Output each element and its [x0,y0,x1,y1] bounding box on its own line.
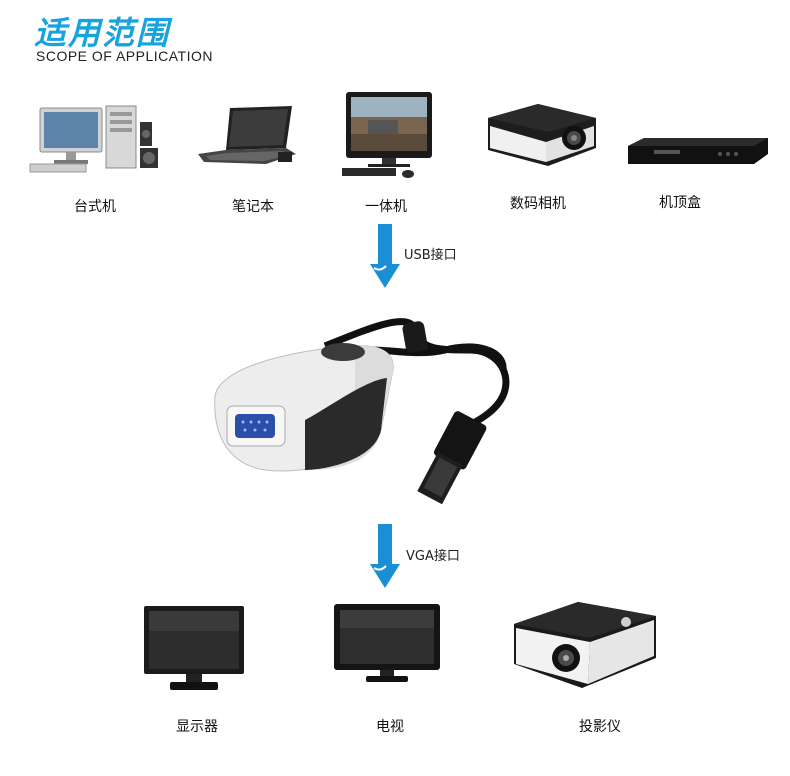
laptop-icon [198,106,296,164]
desktop-computer-icon [29,105,158,173]
monitor-icon [144,606,244,690]
output-label-projector: 投影仪 [579,719,621,735]
source-label-digital-camera: 数码相机 [510,196,566,212]
source-label-laptop: 笔记本 [232,199,274,215]
output-label-monitor: 显示器 [176,719,218,735]
projector-icon [514,602,656,688]
vga-port-label: VGA接口 [406,549,460,564]
source-label-set-top-box: 机顶盒 [659,195,701,211]
all-in-one-pc-icon [342,92,432,178]
down-arrow-icon [370,224,400,288]
tv-icon [334,604,440,682]
down-arrow-icon [370,524,400,588]
section-title: 适用范围 [34,14,171,52]
digital-camera-projector-icon [488,104,596,166]
section-subtitle: SCOPE OF APPLICATION [36,48,214,64]
source-label-all-in-one: 一体机 [365,199,407,215]
set-top-box-icon [628,138,768,164]
output-label-tv: 电视 [376,719,404,735]
source-label-desktop: 台式机 [74,199,116,215]
usb-vga-adapter-icon [214,318,510,505]
usb-port-label: USB接口 [404,248,457,263]
